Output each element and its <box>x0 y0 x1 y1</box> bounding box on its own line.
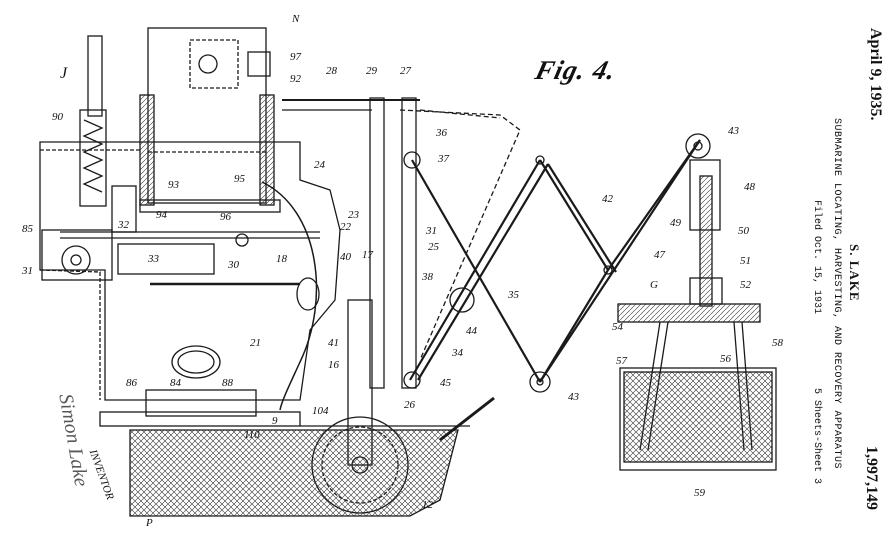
ref-29: 29 <box>366 65 378 77</box>
ref-42: 42 <box>602 193 614 205</box>
dashed-arm-phantom <box>399 109 521 361</box>
spring-housing-90 <box>79 109 107 207</box>
ref-J: J <box>60 65 68 82</box>
housing-porthole <box>198 54 218 74</box>
ref-41: 41 <box>328 337 339 349</box>
grab-plate-54 <box>617 303 761 323</box>
winch-box-84 <box>145 389 257 417</box>
housing-base <box>139 199 281 213</box>
ref-57: 57 <box>616 355 628 367</box>
ref-88: 88 <box>222 377 234 389</box>
tray-arm <box>439 396 495 442</box>
ref-31-left: 31 <box>21 265 33 277</box>
column-j <box>87 35 103 117</box>
ref-59: 59 <box>694 487 706 499</box>
ref-97: 97 <box>290 51 302 63</box>
ref-G: G <box>650 279 658 291</box>
bearing-30 <box>235 233 249 247</box>
left-plate <box>41 229 113 281</box>
spring-coil <box>82 119 104 193</box>
ref-44: 44 <box>466 325 478 337</box>
port-opening <box>171 345 221 379</box>
ref-28: 28 <box>326 65 338 77</box>
ref-24: 24 <box>314 159 326 171</box>
ref-104: 104 <box>312 405 329 417</box>
ref-95: 95 <box>234 173 246 185</box>
ref-33: 33 <box>147 253 160 265</box>
ref-35: 35 <box>507 289 520 301</box>
ref-92: 92 <box>290 73 302 85</box>
ref-18: 18 <box>276 253 288 265</box>
pivot-43-bottom <box>529 371 551 393</box>
guide-column-right <box>401 97 417 389</box>
ref-P: P <box>145 517 153 529</box>
ref-84: 84 <box>170 377 182 389</box>
ref-47: 47 <box>654 249 666 261</box>
ref-90: 90 <box>52 111 64 123</box>
ref-17: 17 <box>362 249 374 261</box>
pivot-43-top <box>685 133 711 159</box>
ref-50: 50 <box>738 225 750 237</box>
ref-58: 58 <box>772 337 784 349</box>
housing-window <box>189 39 239 89</box>
ref-9: 9 <box>272 415 278 427</box>
ref-51: 51 <box>740 255 751 267</box>
ref-27: 27 <box>400 65 412 77</box>
ref-86: 86 <box>126 377 138 389</box>
ref-48: 48 <box>744 181 756 193</box>
ref-56: 56 <box>720 353 732 365</box>
ref-32: 32 <box>117 219 130 231</box>
ref-31-right: 31 <box>425 225 437 237</box>
pulley-44 <box>449 287 475 313</box>
ref-40: 40 <box>340 251 352 263</box>
pulley-31 <box>61 245 91 275</box>
ref-54: 54 <box>612 321 624 333</box>
ref-23: 23 <box>348 209 360 221</box>
guide-column-left <box>369 97 385 389</box>
ref-93: 93 <box>168 179 180 191</box>
ref-22: 22 <box>340 221 352 233</box>
ref-12: 12 <box>422 499 434 511</box>
ref-85: 85 <box>22 223 34 235</box>
ref-94: 94 <box>156 209 168 221</box>
ref-49: 49 <box>670 217 682 229</box>
scissor-linkage <box>409 139 701 383</box>
base-platform-86 <box>99 411 301 427</box>
valve-97 <box>247 51 271 77</box>
ref-52: 52 <box>740 279 752 291</box>
upper-housing-hatch-right <box>259 94 275 206</box>
reference-numerals: N 97 92 28 29 27 J 90 36 37 24 93 95 23 … <box>21 13 784 529</box>
oval-window <box>296 277 320 311</box>
ref-43-top: 43 <box>728 125 740 137</box>
ref-34: 34 <box>451 347 464 359</box>
box-33 <box>117 243 215 275</box>
ref-26: 26 <box>404 399 416 411</box>
ref-110: 110 <box>244 429 260 441</box>
ref-N: N <box>291 13 300 25</box>
ref-16: 16 <box>328 359 340 371</box>
figure-title: Fig. 4. <box>532 55 620 85</box>
ref-37: 37 <box>437 153 450 165</box>
curved-bulkhead <box>261 181 318 411</box>
ref-21: 21 <box>250 337 261 349</box>
hull-inner-line <box>39 149 140 400</box>
grab-bucket-59 <box>623 371 773 463</box>
ref-25: 25 <box>428 241 440 253</box>
hull-outline <box>39 141 341 401</box>
ref-38: 38 <box>421 271 434 283</box>
upper-housing-hatch-left <box>139 94 155 206</box>
ref-36: 36 <box>435 127 448 139</box>
ref-30: 30 <box>227 259 240 271</box>
collector-tray-p <box>129 429 459 517</box>
ref-45: 45 <box>440 377 452 389</box>
ref-96: 96 <box>220 211 232 223</box>
ref-43-bottom: 43 <box>568 391 580 403</box>
